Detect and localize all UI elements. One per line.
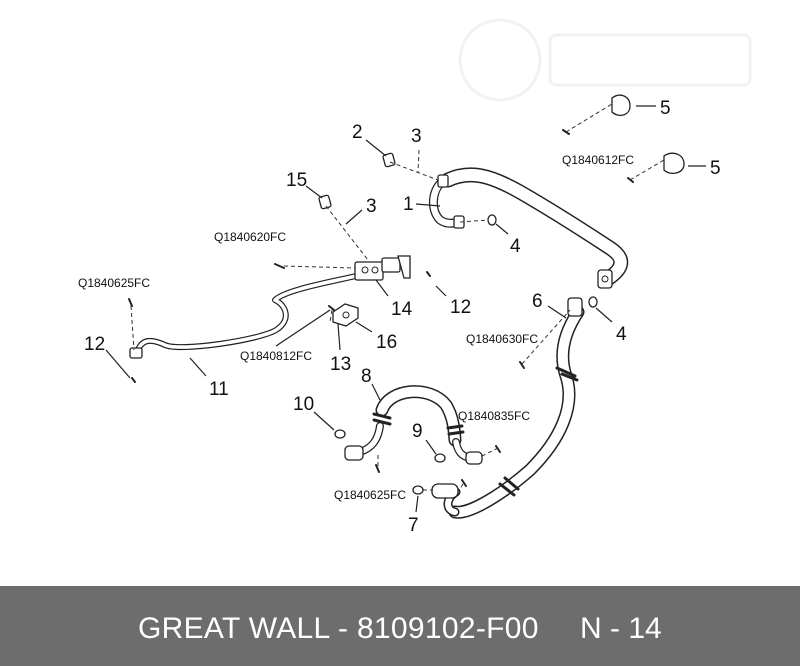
callout-2: 2 <box>352 122 363 143</box>
code-q1840835: Q1840835FC <box>458 409 530 423</box>
hose-part-1 <box>429 167 629 289</box>
callout-1: 1 <box>403 194 414 215</box>
code-q1840630: Q1840630FC <box>466 332 538 346</box>
callout-6: 6 <box>532 291 543 312</box>
code-q1840812: Q1840812FC <box>240 349 312 363</box>
callout-10: 10 <box>293 394 314 415</box>
callout-15: 15 <box>286 170 307 191</box>
solid-leaders <box>105 105 706 513</box>
valve-part-14 <box>354 255 411 281</box>
code-q1840625-left: Q1840625FC <box>78 276 150 290</box>
fastener-codes: Q1840612FC Q1840620FC Q1840625FC Q184081… <box>78 153 634 502</box>
callout-16: 16 <box>376 332 397 353</box>
pipe-part-11 <box>129 273 359 359</box>
code-q1840620: Q1840620FC <box>214 230 286 244</box>
callout-11: 11 <box>209 379 229 400</box>
code-q1840625-bottom: Q1840625FC <box>334 488 406 502</box>
watermark-logo <box>458 18 752 102</box>
callout-5-top: 5 <box>660 98 671 119</box>
callout-12-left: 12 <box>84 334 105 355</box>
callout-3-mid: 3 <box>366 196 377 217</box>
callout-4-top: 4 <box>510 236 521 257</box>
callout-numbers: 5 5 2 3 1 4 15 3 14 12 6 4 12 11 13 16 8… <box>84 98 721 536</box>
callout-5-bottom: 5 <box>710 158 721 179</box>
footer-page-number: N - 14 <box>580 612 662 645</box>
callout-3-top: 3 <box>411 126 422 147</box>
footer-part-title: GREAT WALL - 8109102-F00 <box>138 612 539 645</box>
callout-7: 7 <box>408 515 419 536</box>
callout-13: 13 <box>330 354 351 375</box>
callout-4-right: 4 <box>616 324 627 345</box>
callout-14: 14 <box>391 299 413 320</box>
small-parts <box>128 94 685 495</box>
footer-bar: GREAT WALL - 8109102-F00 N - 14 <box>0 586 800 666</box>
dashed-leaders <box>130 103 665 493</box>
hose-part-6 <box>431 297 585 519</box>
callout-12-right: 12 <box>450 297 471 318</box>
hose-part-8 <box>344 385 483 465</box>
bracket-part-16 <box>332 303 359 327</box>
code-q1840612: Q1840612FC <box>562 153 634 167</box>
callout-9: 9 <box>412 421 423 442</box>
callout-8: 8 <box>361 366 372 387</box>
parts-diagram: 5 5 2 3 1 4 15 3 14 12 6 4 12 11 13 16 8… <box>78 18 752 536</box>
